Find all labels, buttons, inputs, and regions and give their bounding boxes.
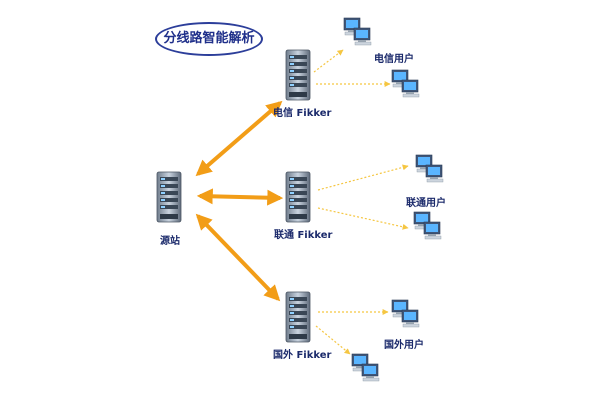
dotted-unicom-user1 (317, 164, 409, 191)
arrow-source-intl (195, 213, 281, 302)
dotted-unicom-user2 (317, 207, 409, 230)
arrow-source-unicom (196, 188, 284, 206)
server-icon-intl (285, 291, 311, 343)
dotted-telecom-user1 (313, 49, 344, 73)
pc-icon-unicom-group2 (414, 212, 441, 239)
server-icon-source (156, 171, 182, 223)
dotted-intl-user2 (315, 325, 351, 355)
server-icon-unicom (285, 171, 311, 223)
pc-icon-unicom-group1 (416, 155, 443, 182)
node-label-source: 源站 (160, 236, 180, 247)
node-label-telecom: 电信 Fikker (273, 108, 332, 119)
pc-icon-intl-group2 (352, 354, 379, 381)
title-oval (155, 22, 263, 56)
pc-icon-telecom-group2 (392, 70, 419, 97)
diagram-title: 分线路智能解析 (163, 31, 255, 46)
pc-icon-intl-group1 (392, 300, 419, 327)
node-label-unicom: 联通 Fikker (274, 230, 333, 241)
user-label-unicom: 联通用户 (406, 198, 446, 209)
pc-icon-telecom-group1 (344, 18, 371, 45)
arrow-source-telecom (195, 100, 283, 177)
user-label-intl: 国外用户 (384, 340, 424, 351)
node-label-intl: 国外 Fikker (273, 350, 332, 361)
user-label-telecom: 电信用户 (374, 54, 414, 65)
server-icon-telecom (285, 49, 311, 101)
